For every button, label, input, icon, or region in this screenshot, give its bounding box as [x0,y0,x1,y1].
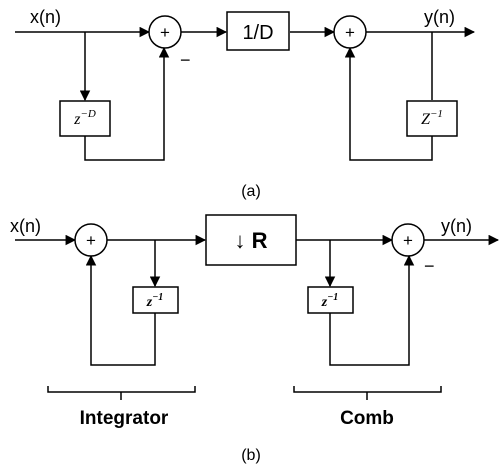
b-decimator-block [205,214,297,266]
a-delay-feedback [84,46,170,161]
b-input-label: x(n) [10,216,41,236]
b-adder-2 [391,223,425,257]
integrator-bracket [47,386,196,393]
a-delay-block [59,100,111,137]
a-output-label: y(n) [424,7,455,27]
diagram-a [15,11,476,161]
a-scale-label: 1/D [242,22,273,44]
b-caption: (b) [241,447,261,464]
b-comb-feedforward [329,254,415,366]
a-adder-2 [333,15,367,49]
b-integrator-delay-block [132,286,179,314]
b-decimator-label: ↓ R [235,228,268,253]
a-integrator-delay-block [406,100,458,137]
b-output-label: y(n) [441,216,472,236]
b-minus-sign: − [424,256,435,276]
a-adder-1-symbol: + [160,23,170,42]
diagram-b [15,214,500,400]
a-minus-sign: − [180,50,191,70]
b-comb-delay-block [307,286,354,314]
b-adder-1-symbol: + [86,231,96,250]
integrator-label: Integrator [80,408,169,429]
a-caption: (a) [241,183,261,200]
a-adder-2-symbol: + [345,23,355,42]
b-integrator-feedback [85,254,156,366]
a-adder-1 [148,15,182,49]
a-input-label: x(n) [30,7,61,27]
a-scale-block [226,11,290,51]
comb-label: Comb [340,408,394,429]
a-integrator-feedback [344,46,433,161]
a-integrator-delay-label: Z−1 [421,108,443,128]
b-adder-1 [74,223,108,257]
b-adder-2-symbol: + [403,231,413,250]
comb-bracket [293,386,442,393]
